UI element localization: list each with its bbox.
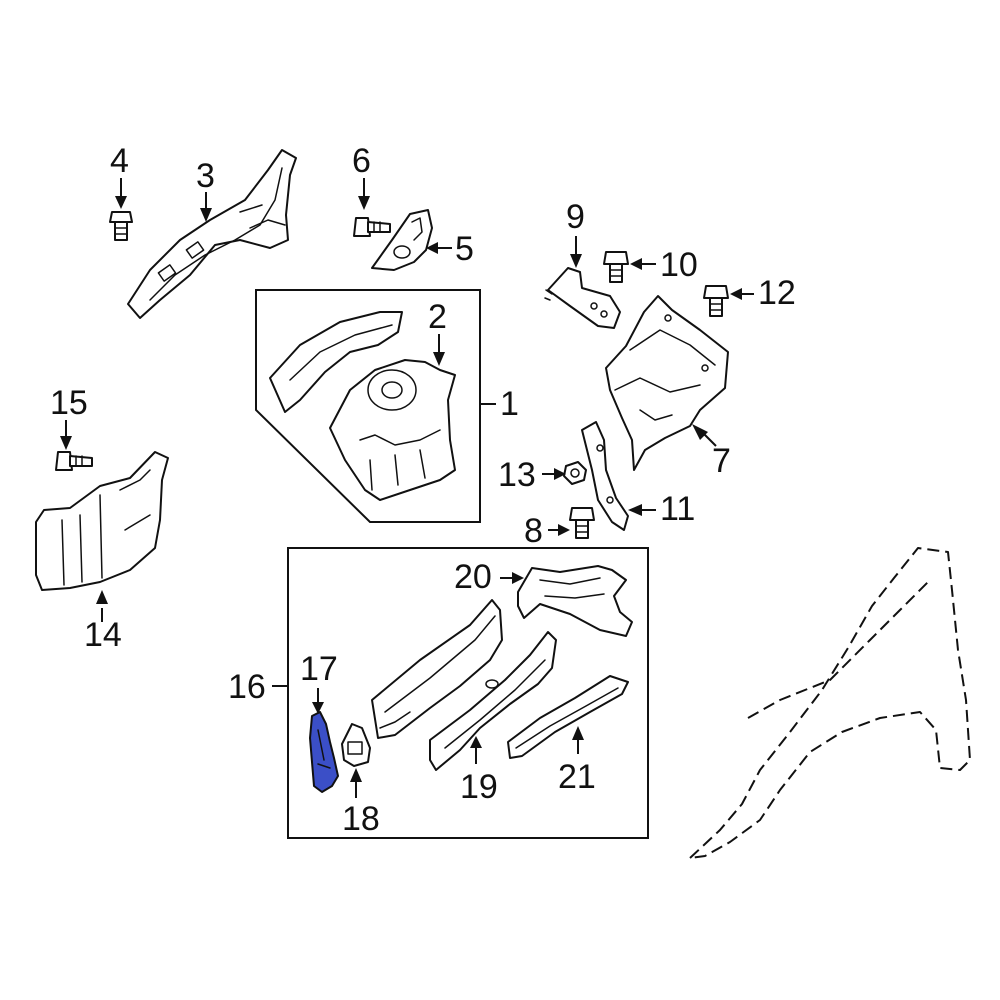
part-10-bolt[interactable] xyxy=(603,251,629,283)
part-13-nut[interactable] xyxy=(563,461,587,485)
arrow-20 xyxy=(512,572,524,584)
callout-11: 11 xyxy=(660,490,695,528)
arrow-4 xyxy=(115,196,127,209)
callout-1: 1 xyxy=(500,385,519,423)
callout-3: 3 xyxy=(196,157,215,195)
part-1-apron-assembly[interactable] xyxy=(269,311,456,501)
callout-21: 21 xyxy=(558,758,596,796)
part-20-member[interactable] xyxy=(517,565,633,637)
arrow-9 xyxy=(570,254,582,268)
callout-7: 7 xyxy=(712,442,731,480)
arrow-21 xyxy=(572,726,584,740)
arrow-14 xyxy=(96,590,108,604)
callout-12: 12 xyxy=(758,274,796,312)
callout-16: 16 xyxy=(228,668,266,706)
arrow-10 xyxy=(630,258,642,270)
arrow-2 xyxy=(433,352,445,366)
part-12-bolt[interactable] xyxy=(703,285,729,317)
part-6-screw[interactable] xyxy=(353,217,391,237)
callout-6: 6 xyxy=(352,142,371,180)
arrow-18 xyxy=(350,768,362,782)
fender-outline xyxy=(689,547,971,859)
callout-17: 17 xyxy=(300,650,338,688)
arrow-7 xyxy=(692,424,708,440)
part-14-splash-shield[interactable] xyxy=(35,451,169,591)
arrow-11 xyxy=(628,504,642,516)
part-5-bracket[interactable] xyxy=(371,209,433,271)
arrow-5 xyxy=(426,242,438,254)
part-3-upper-rail[interactable] xyxy=(127,149,297,319)
arrow-13 xyxy=(554,468,566,480)
part-19-member[interactable] xyxy=(429,631,557,771)
side-member[interactable] xyxy=(371,599,503,739)
part-15-screw[interactable] xyxy=(55,451,93,471)
group-box-16 xyxy=(287,547,649,839)
callout-4: 4 xyxy=(110,142,129,180)
part-8-bolt[interactable] xyxy=(569,507,595,539)
callout-18: 18 xyxy=(342,800,380,838)
arrow-15 xyxy=(60,436,72,450)
callout-8: 8 xyxy=(524,512,543,550)
part-18-block[interactable] xyxy=(341,723,371,767)
callout-5: 5 xyxy=(455,230,474,268)
callout-19: 19 xyxy=(460,768,498,806)
callout-20: 20 xyxy=(454,558,492,596)
callout-2: 2 xyxy=(428,298,447,336)
callout-13: 13 xyxy=(498,456,536,494)
part-9-bracket[interactable] xyxy=(544,267,621,329)
arrow-12 xyxy=(730,288,742,300)
arrow-17 xyxy=(312,702,324,714)
part-4-bolt[interactable] xyxy=(109,211,133,241)
arrow-8 xyxy=(558,524,570,536)
group-box-1 xyxy=(255,289,481,523)
arrow-19 xyxy=(470,736,482,748)
arrow-6 xyxy=(358,196,370,210)
part-7-housing[interactable] xyxy=(605,295,729,471)
part-11-strap[interactable] xyxy=(581,421,629,531)
callout-15: 15 xyxy=(50,384,88,422)
part-21-rail[interactable] xyxy=(507,675,629,759)
arrow-3 xyxy=(200,208,212,222)
part-17-bracket-highlighted[interactable] xyxy=(309,711,339,793)
callout-10: 10 xyxy=(660,246,698,284)
callout-14: 14 xyxy=(84,616,122,654)
callout-9: 9 xyxy=(566,198,585,236)
